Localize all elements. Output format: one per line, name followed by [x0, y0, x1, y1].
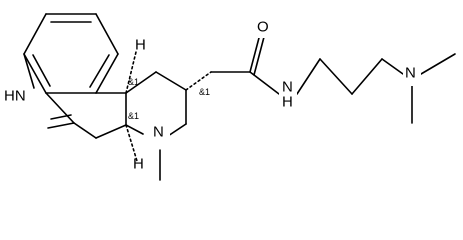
stereo-h-bottom-label: H	[133, 156, 144, 173]
amide-n-label: N	[282, 79, 293, 96]
stereo-hash-bonds	[125, 51, 212, 162]
molecule-structure: HN N O N H N H H &1 &1 &1	[2, 13, 456, 181]
benzene-ring	[23, 13, 119, 94]
indole-nh-label: HN	[4, 88, 26, 105]
amide-side-chain	[210, 33, 456, 124]
stereo-marker-c10: &1	[128, 77, 139, 87]
atom-labels: HN N O N H N H H	[2, 18, 421, 173]
pyrrole-ring	[23, 53, 75, 129]
stereo-marker-c8: &1	[199, 87, 210, 97]
amide-h-label: H	[282, 94, 293, 111]
amide-o-label: O	[257, 19, 269, 36]
stereo-h-top-label: H	[135, 37, 146, 54]
stereo-marker-c5: &1	[128, 111, 139, 121]
stereo-markers: &1 &1 &1	[128, 77, 210, 121]
ergoline-rings	[73, 71, 187, 181]
ring-n-label: N	[153, 124, 164, 141]
dimethylamino-n-label: N	[405, 65, 416, 82]
